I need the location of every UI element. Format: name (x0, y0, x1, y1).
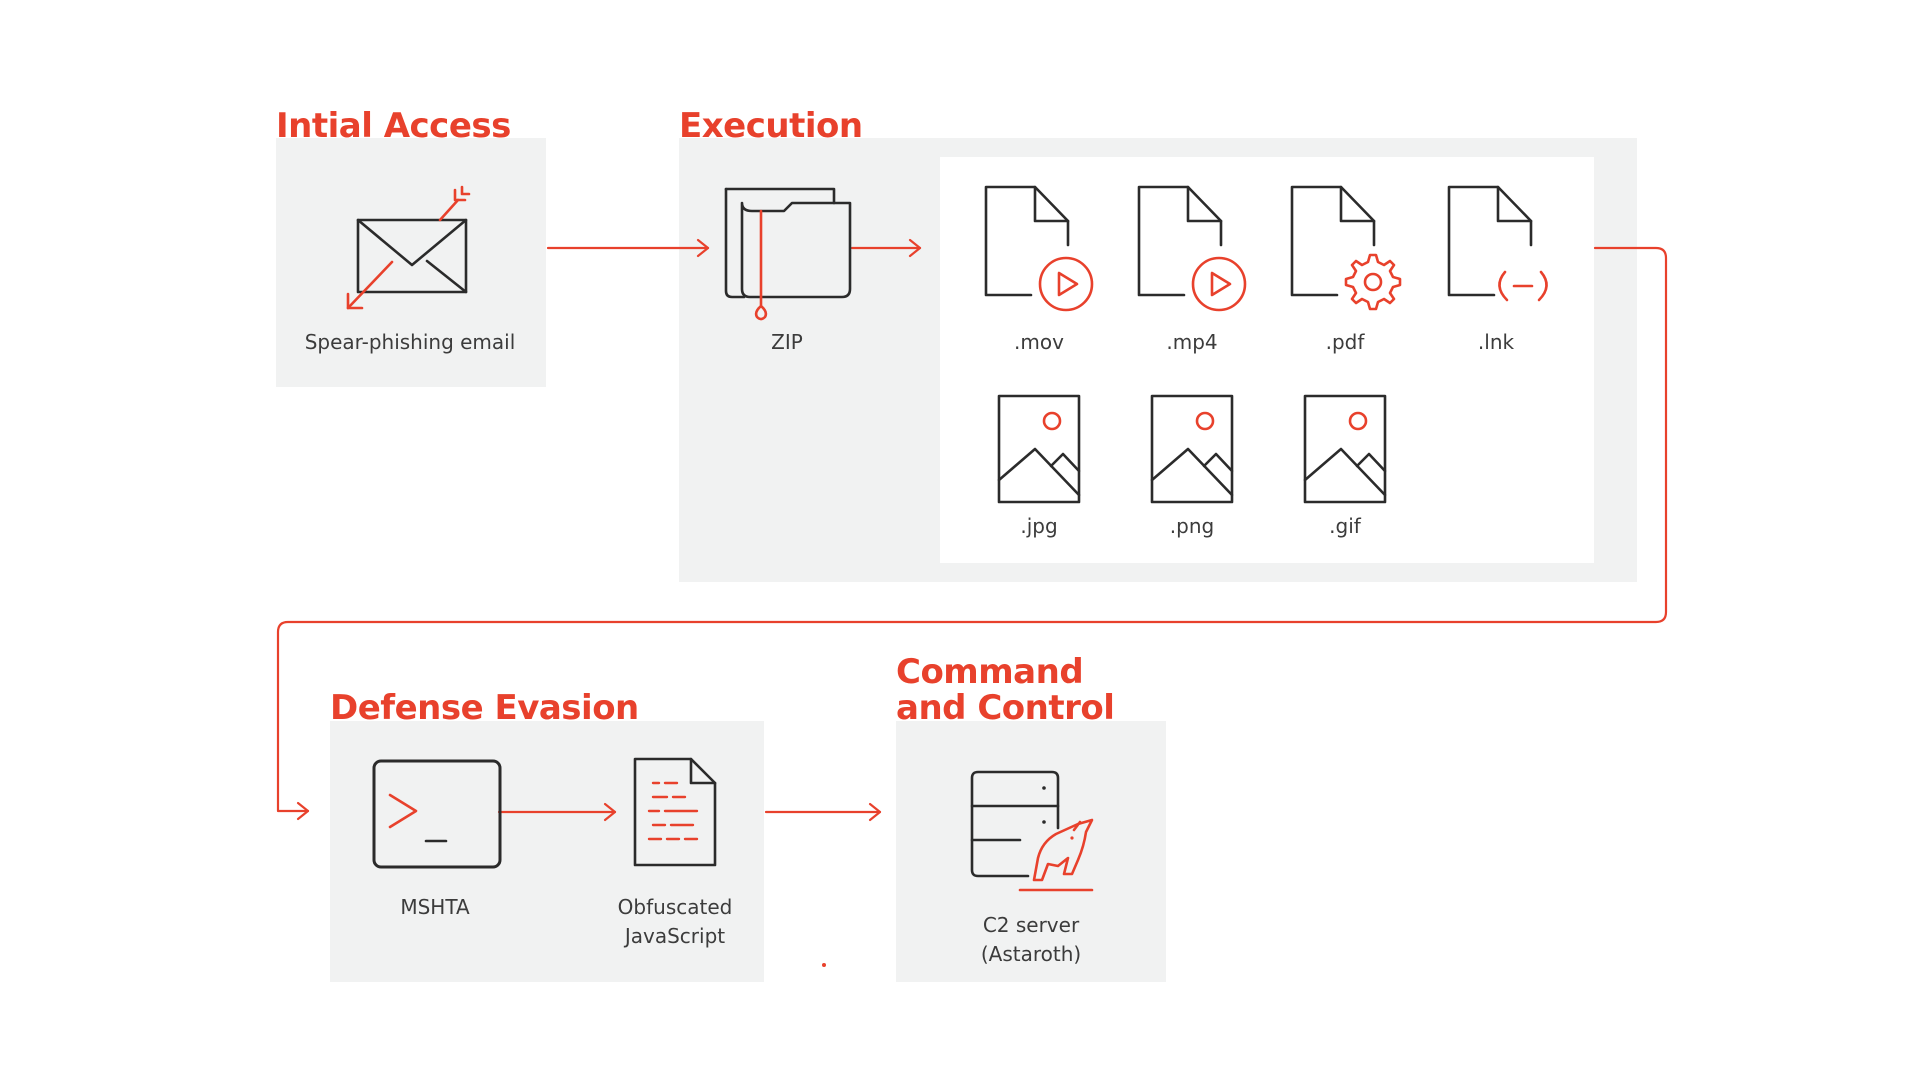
image-file-icon (997, 394, 1081, 504)
folder-icon (724, 187, 852, 321)
execution-files-panel (940, 157, 1594, 563)
png-label: .png (1169, 514, 1215, 538)
arrow-zip-to-files (850, 238, 922, 258)
spear-phishing-label: Spear-phishing email (304, 330, 516, 354)
c2-server-label-line1: C2 server (982, 913, 1080, 937)
server-trojan-icon (970, 770, 1094, 892)
link-file-icon (1447, 185, 1548, 302)
envelope-icon (346, 185, 471, 310)
c2-server-label: C2 server (Astaroth) (981, 911, 1081, 969)
stray-dot (822, 963, 826, 967)
mov-label: .mov (1014, 330, 1064, 354)
command-control-title-line1: Command (896, 652, 1084, 692)
initial-access-title: Intial Access (276, 106, 511, 146)
image-file-icon (1303, 394, 1387, 504)
obfuscated-javascript-label: Obfuscated JavaScript (618, 893, 733, 951)
c2-server-label-line2: (Astaroth) (980, 942, 1082, 966)
jpg-label: .jpg (1020, 514, 1058, 538)
image-file-icon (1150, 394, 1234, 504)
arrow-mshta-to-script (497, 802, 617, 822)
command-control-panel (896, 721, 1166, 982)
obfuscated-javascript-label-line1: Obfuscated (617, 895, 733, 919)
defense-evasion-title: Defense Evasion (330, 688, 639, 728)
arrow-initial-to-zip (546, 238, 710, 258)
lnk-label: .lnk (1477, 330, 1515, 354)
video-file-icon (984, 185, 1094, 312)
zip-label: ZIP (771, 330, 803, 354)
video-file-icon (1137, 185, 1247, 312)
script-document-icon (633, 757, 717, 867)
mp4-label: .mp4 (1166, 330, 1218, 354)
mshta-label: MSHTA (400, 895, 470, 919)
command-control-title-line2: and Control (896, 688, 1115, 728)
pdf-label: .pdf (1325, 330, 1365, 354)
terminal-icon (372, 759, 502, 869)
arrow-execution-to-defense (276, 246, 1668, 821)
gif-label: .gif (1329, 514, 1361, 538)
gear-file-icon (1290, 185, 1402, 311)
execution-title: Execution (679, 106, 863, 146)
command-control-title: Command and Control (896, 652, 1115, 728)
arrow-defense-to-c2 (764, 802, 882, 822)
obfuscated-javascript-label-line2: JavaScript (624, 924, 726, 948)
